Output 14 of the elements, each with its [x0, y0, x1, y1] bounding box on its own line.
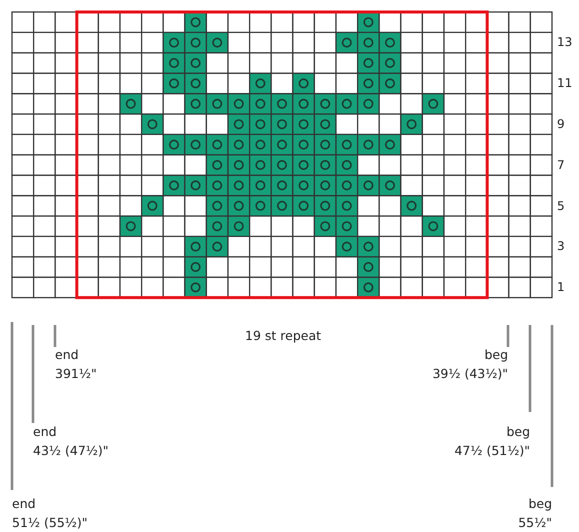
dimension-label: beg 39½ (43½)" — [432, 346, 508, 383]
dimension-label: beg 55½" — [518, 495, 552, 532]
row-number: 11 — [557, 75, 572, 92]
dimension-label: end 43½ (47½)" — [33, 423, 109, 460]
row-number: 7 — [557, 156, 565, 174]
dimension-label: end 391½" — [55, 346, 97, 383]
row-number: 1 — [557, 279, 565, 296]
row-number: 5 — [557, 198, 565, 215]
row-number: 9 — [557, 116, 565, 133]
row-number: 13 — [557, 34, 572, 52]
dimension-label: beg 47½ (51½)" — [454, 423, 530, 460]
dimension-label: end 51½ (55½)" — [12, 495, 88, 532]
repeat-label: 19 st repeat — [245, 327, 321, 345]
row-number: 3 — [557, 238, 565, 256]
